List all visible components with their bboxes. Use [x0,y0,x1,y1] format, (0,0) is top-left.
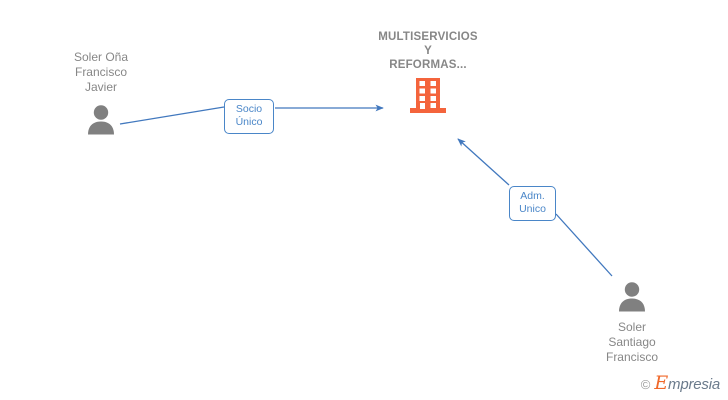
copyright-icon: © [640,377,651,392]
person-name: Soler Santiago Francisco [605,320,658,364]
watermark: © Empresia [641,372,720,394]
connector-adm-unico-lower [555,213,613,277]
person-icon [88,105,114,135]
company-title: MULTISERVICIOS Y REFORMAS... [378,31,478,71]
person-node-soler-ona-francisco-javier[interactable]: Soler Oña Francisco Javier [41,50,161,137]
brand-initial: E [654,372,669,394]
company-node[interactable]: MULTISERVICIOS Y REFORMAS... [338,30,518,116]
person-name: Soler Oña Francisco Javier [73,50,129,94]
relation-label-socio-unico[interactable]: Socio Único [224,99,274,134]
brand-rest: mpresia [668,376,720,393]
connector-adm-unico-upper [457,138,510,186]
building-icon [410,78,446,113]
brand-name: Empresia [654,372,720,394]
relation-label-adm-unico[interactable]: Adm. Unico [509,186,556,221]
person-icon [619,282,645,312]
person-node-soler-santiago-francisco[interactable]: Soler Santiago Francisco [572,280,692,365]
